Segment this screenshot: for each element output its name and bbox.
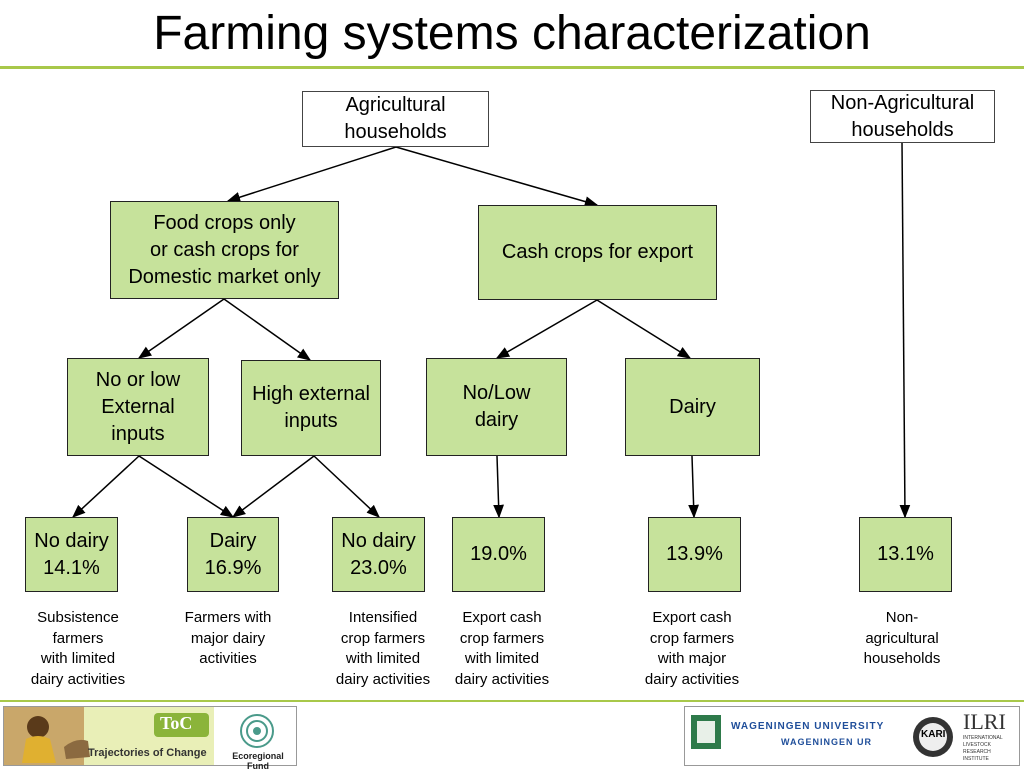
arrow-nonagri-r6	[899, 141, 911, 519]
kari-label: KARI	[921, 729, 946, 740]
ecoregional-fund-label: Ecoregional Fund	[232, 751, 284, 771]
arrow-cash-nolowdairy	[495, 299, 598, 359]
toc-logo-graphic	[4, 707, 292, 765]
caption-farmers-major-dairy: Farmers with major dairy activities	[184, 609, 272, 667]
ilri-subtitle: INTERNATIONAL LIVESTOCK RESEARCH INSTITU…	[963, 735, 1003, 762]
node-dairy: Dairy	[625, 358, 760, 456]
arrow-agri-cash	[395, 146, 599, 207]
caption-export-major-dairy: Export cash crop farmers with major dair…	[644, 609, 740, 688]
caption-intensified-crop-farmers: Intensified crop farmers with limited da…	[335, 609, 431, 688]
title-underline	[0, 66, 1024, 69]
footer-divider	[0, 700, 1024, 702]
node-agricultural-households: Agricultural households	[302, 91, 489, 147]
node-no-low-dairy: No/Low dairy	[426, 358, 567, 456]
node-non-agricultural-households: Non-Agricultural households	[810, 90, 995, 143]
arrow-nolowdairy-r4	[493, 455, 504, 519]
caption-export-limited-dairy: Export cash crop farmers with limited da…	[454, 609, 550, 688]
wageningen-university-label: WAGENINGEN UNIVERSITY	[731, 721, 885, 732]
ilri-logo-text: ILRI	[963, 709, 1006, 734]
partner-logos-graphic	[691, 715, 953, 757]
toc-logo-text: ToC	[160, 713, 193, 733]
arrow-high-r3	[313, 455, 380, 518]
node-cash-crops-export: Cash crops for export	[478, 205, 717, 300]
result-no-dairy-14-1: No dairy 14.1%	[25, 517, 118, 592]
arrow-food-high	[223, 298, 312, 361]
result-13-1: 13.1%	[859, 517, 952, 592]
arrow-food-nolow	[137, 298, 225, 359]
slide-title: Farming systems characterization	[153, 7, 871, 60]
node-food-crops: Food crops only or cash crops for Domest…	[110, 201, 339, 299]
node-no-low-external-inputs: No or low External inputs	[67, 358, 209, 456]
connector-arrows	[72, 141, 911, 519]
footer-logos-left: ToC Trajectories of Change Ecoregional F…	[3, 706, 297, 771]
arrow-cash-dairy	[596, 299, 692, 359]
arrow-agri-food	[226, 146, 397, 203]
toc-label: Trajectories of Change	[88, 747, 207, 759]
result-dairy-16-9: Dairy 16.9%	[187, 517, 279, 592]
arrow-dairy-r5	[688, 455, 699, 519]
caption-subsistence-farmers: Subsistence farmers with limited dairy a…	[30, 609, 126, 688]
result-no-dairy-23-0: No dairy 23.0%	[332, 517, 425, 592]
arrow-nolow-r2	[138, 455, 235, 518]
wageningen-ur-label: WAGENINGEN UR	[781, 737, 873, 747]
footer-logos-right: WAGENINGEN UNIVERSITY WAGENINGEN UR KARI…	[684, 706, 1020, 766]
caption-non-agricultural: Non- agricultural households	[863, 609, 941, 667]
arrow-nolow-r1	[72, 455, 140, 518]
result-19-0: 19.0%	[452, 517, 545, 592]
arrow-high-r2	[231, 455, 315, 518]
node-high-external-inputs: High external inputs	[241, 360, 381, 456]
result-13-9: 13.9%	[648, 517, 741, 592]
